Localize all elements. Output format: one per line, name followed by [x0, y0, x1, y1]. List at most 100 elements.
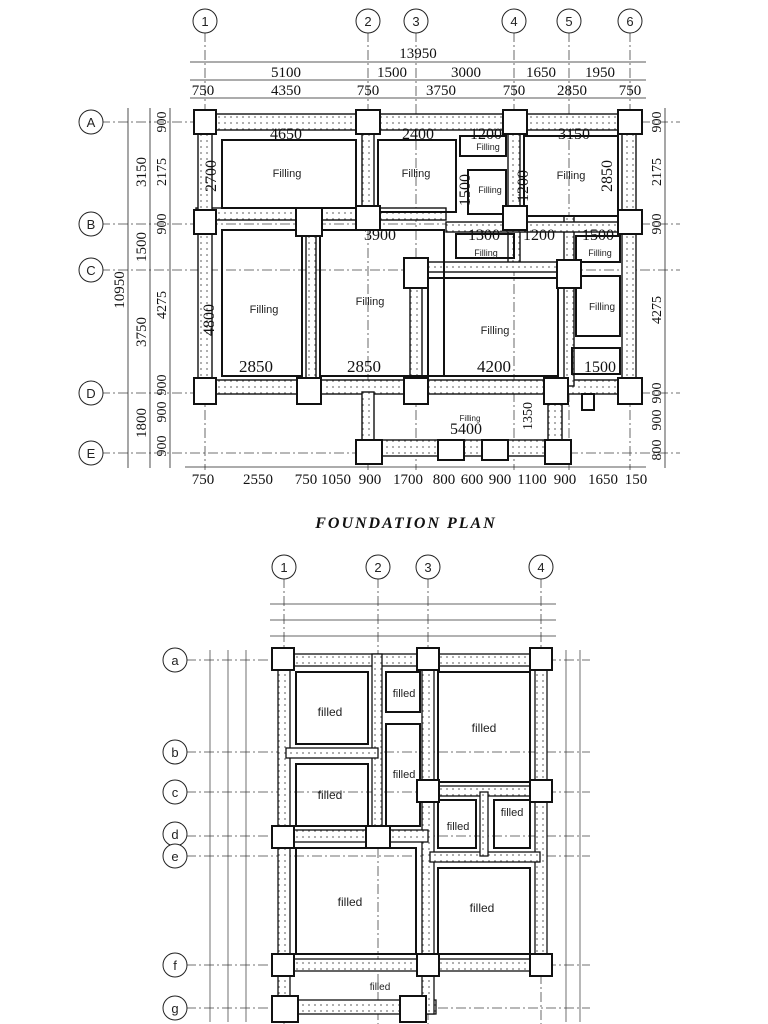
svg-text:C: C — [86, 263, 95, 278]
column-pad — [416, 779, 440, 803]
grid-bubble-row-c: c — [162, 779, 188, 805]
plan1-right-dims: 900 2175 900 4275 900 900 800 — [650, 112, 665, 461]
fill-label: filled — [393, 769, 416, 781]
dim-top-row3: 750 — [192, 83, 215, 99]
grid-bubble-col-2: 2 — [355, 8, 381, 34]
svg-text:3: 3 — [412, 14, 419, 29]
svg-text:6: 6 — [626, 14, 633, 29]
grid-bubble-col-4: 4 — [501, 8, 527, 34]
column-pad — [403, 257, 429, 289]
dim-top-row3: 3750 — [426, 83, 456, 99]
foundation-plan-1: 1 2 3 4 5 6 A B C D E 13950 — [78, 8, 680, 532]
svg-text:5: 5 — [565, 14, 572, 29]
column-pad — [355, 205, 381, 231]
fill-label: filled — [393, 688, 416, 700]
dim-left-row3: 900 — [155, 436, 170, 457]
svg-text:1: 1 — [280, 560, 287, 575]
dim-top-row3: 4350 — [271, 83, 301, 99]
column-pad — [437, 439, 465, 461]
panel — [437, 867, 531, 955]
column-pad — [502, 109, 528, 135]
panel — [385, 723, 421, 827]
plan1-columns — [193, 109, 643, 465]
svg-text:1: 1 — [201, 14, 208, 29]
grid-bubble-row-d: D — [78, 380, 104, 406]
panel — [295, 763, 369, 827]
svg-text:1200: 1200 — [515, 170, 532, 202]
svg-text:c: c — [172, 785, 179, 800]
svg-text:3150: 3150 — [558, 126, 590, 143]
dim-top-row2: 5100 — [271, 65, 301, 81]
dim-left-row3: 900 — [155, 214, 170, 235]
svg-text:900: 900 — [554, 472, 577, 488]
svg-text:1300: 1300 — [468, 227, 500, 244]
plan2-row-bubbles: a b c d e f g — [162, 647, 188, 1021]
overall-depth-dim: 10950 — [112, 271, 128, 309]
svg-text:900: 900 — [650, 383, 665, 404]
svg-text:2850: 2850 — [347, 357, 381, 376]
svg-text:900: 900 — [489, 472, 512, 488]
panel — [221, 229, 303, 377]
fill-label: filled — [470, 901, 495, 915]
column-pad — [544, 439, 572, 465]
svg-text:e: e — [171, 849, 178, 864]
plan1-left-dims: 10950 3150 1500 3750 1800 900 2175 900 4… — [112, 112, 170, 457]
panel — [493, 799, 531, 849]
column-pad — [271, 995, 299, 1023]
grid-bubble-row-d: d — [162, 821, 188, 847]
column-pad — [296, 377, 322, 405]
plan1-fill-labels: Filling Filling Filling Filling Filling … — [250, 142, 615, 423]
grid-bubble-col-1: 1 — [271, 554, 297, 580]
column-pad — [416, 953, 440, 977]
svg-text:A: A — [87, 115, 96, 130]
svg-text:1500: 1500 — [584, 359, 616, 376]
panel — [437, 671, 531, 783]
svg-text:2: 2 — [374, 560, 381, 575]
dim-top-row2: 1500 — [377, 65, 407, 81]
svg-text:E: E — [87, 446, 96, 461]
svg-text:d: d — [171, 827, 178, 842]
beam-col-6 — [621, 113, 637, 395]
svg-text:600: 600 — [461, 472, 484, 488]
beam-col-1 — [197, 113, 213, 395]
fill-label: filled — [370, 982, 391, 993]
svg-text:2850: 2850 — [599, 160, 616, 192]
svg-text:900: 900 — [650, 112, 665, 133]
svg-text:4275: 4275 — [650, 296, 665, 324]
svg-text:900: 900 — [650, 214, 665, 235]
foundation-plan-2: 1 2 3 4 a b c d e f g — [162, 554, 590, 1024]
svg-text:4800: 4800 — [201, 304, 218, 336]
dim-left-row3: 2175 — [155, 158, 170, 186]
svg-text:4: 4 — [537, 560, 544, 575]
beam — [275, 653, 549, 667]
column-pad — [529, 953, 553, 977]
fill-label: filled — [472, 721, 497, 735]
grid-bubble-col-6: 6 — [617, 8, 643, 34]
plan1-bottom-dims: 750 2550 750 1050 900 1700 800 600 900 1… — [192, 472, 648, 488]
column-pad — [543, 377, 569, 405]
panel — [455, 233, 515, 259]
fill-label: filled — [501, 807, 524, 819]
plan1-row-bubbles: A B C D E — [78, 109, 104, 466]
dim-left-row2: 3150 — [134, 157, 150, 187]
svg-text:900: 900 — [359, 472, 382, 488]
svg-text:1350: 1350 — [521, 402, 536, 430]
plan1-top-dims: 13950 5100 1500 3000 1650 1950 750 4350 … — [192, 46, 642, 99]
plan2-panels — [295, 671, 531, 955]
fill-label: Filling — [250, 304, 279, 316]
dim-left-row3: 900 — [155, 375, 170, 396]
column-pad — [617, 377, 643, 405]
column-pad — [271, 825, 295, 849]
plan1-panels — [221, 135, 621, 377]
column-pad — [617, 109, 643, 135]
svg-text:1500: 1500 — [582, 227, 614, 244]
svg-text:3900: 3900 — [364, 227, 396, 244]
column-pad — [271, 647, 295, 671]
fill-label: Filling — [589, 302, 615, 313]
panel — [459, 135, 507, 157]
column-pad — [355, 109, 381, 135]
dim-top-row3: 750 — [619, 83, 642, 99]
panel — [437, 799, 477, 849]
svg-text:3: 3 — [424, 560, 431, 575]
